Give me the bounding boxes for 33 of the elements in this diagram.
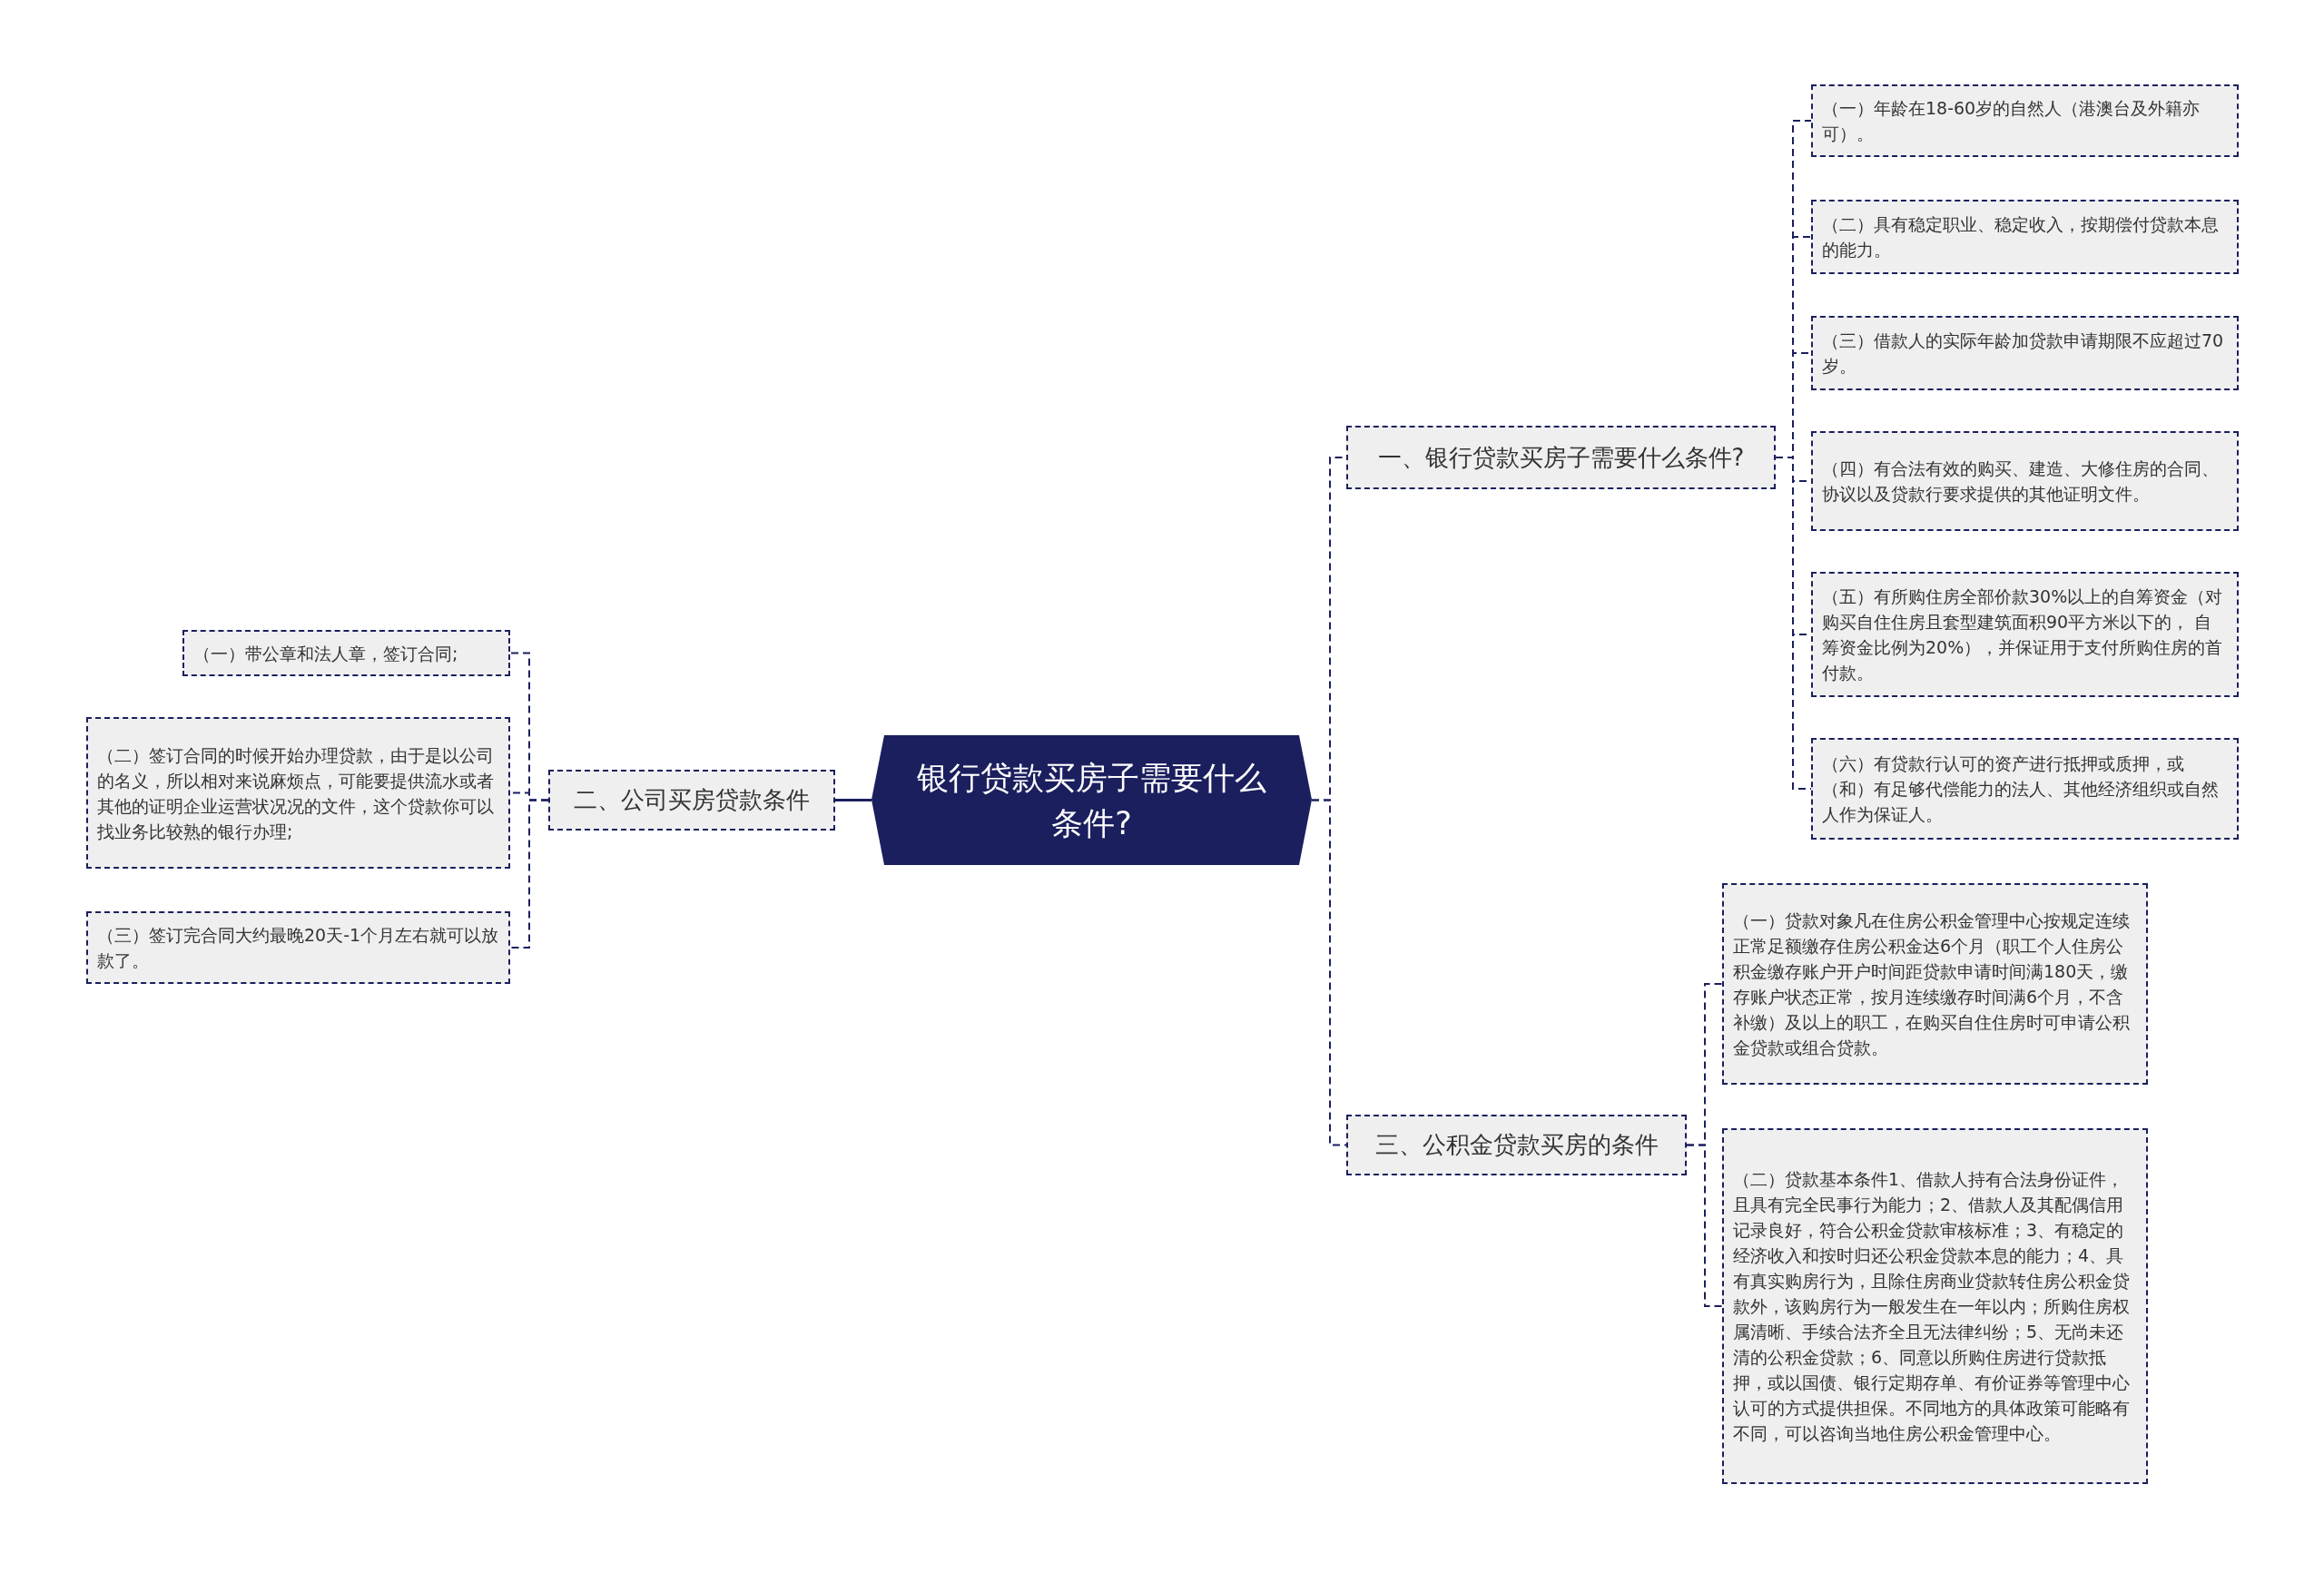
connector-line [835, 799, 872, 801]
leaf-text: （六）有贷款行认可的资产进行抵押或质押，或（和）有足够代偿能力的法人、其他经济组织或自然人作为保证人。 [1822, 752, 2220, 826]
leaf-text: （二）签订合同的时候开始办理贷款，由于是以公司的名义，所以相对来说麻烦点，可能要提供流水或者其他的证明企业运营状况况的文件，这个贷款你可以找业务比较熟的银行办理; [97, 743, 495, 843]
connector-line [509, 799, 549, 949]
leaf-box [1811, 84, 2239, 157]
leaf-box [86, 717, 510, 869]
branch-box [548, 770, 835, 831]
leaf-box [1722, 1128, 2148, 1484]
leaf-box [1811, 431, 2239, 531]
leaf-box [1811, 200, 2239, 274]
branch-text: 二、公司买房贷款条件 [574, 785, 810, 815]
leaf-box [182, 630, 510, 676]
connector-line [1311, 799, 1347, 1146]
leaf-text: （一）年龄在18-60岁的自然人（港澳台及外籍亦可）。 [1822, 97, 2201, 145]
branch-box [1346, 1115, 1687, 1175]
topic-text: 银行贷款买房子需要什么条件? [916, 758, 1267, 843]
branch-text: 三、公积金贷款买房的条件 [1374, 1130, 1659, 1160]
leaf-box [1811, 572, 2239, 697]
leaf-text: （一）贷款对象凡在住房公积金管理中心按规定连续正常足额缴存住房公积金达6个月（职工个人住房公积金缴存账户开户时间距贷款申请时间满180天，缴存账户状态正常，按月连续缴存时间满6个月，不含补缴）及以上的职工，在购买自住住房时可申请公积金贷款或组合贷款。 [1733, 909, 2131, 1059]
leaf-box [86, 911, 510, 984]
leaf-text: （三）借款人的实际年龄加贷款申请期限不应超过70岁。 [1822, 329, 2225, 378]
branch-box [1346, 426, 1776, 489]
leaf-text: （二）贷款基本条件1、借款人持有合法身份证件，且具有完全民事行为能力；2、借款人及其配偶信用记录良好，符合公积金贷款审核标准；3、有稳定的经济收入和按时归还公积金贷款本息的能力；4、具有真实购房行为，且除住房商业贷款转住房公积金贷款外，该购房行为一般发生在一年以内；所购住房权属清晰、手续合法齐全且无法律纠纷；5、无尚未还清的公积金贷款；6、同意以所购住房进行贷款抵押，或以国债、银行定期存单、有价证券等管理中心认可的方式提供担保。不同地方的具体政策可能略有不同，可以咨询当地住房公积金管理中心。 [1733, 1168, 2131, 1445]
leaf-text: （四）有合法有效的购买、建造、大修住房的合同、协议以及贷款行要求提供的其他证明文件。 [1822, 457, 2220, 506]
leaf-text: （五）有所购住房全部价款30%以上的自筹资金（对购买自住住房且套型建筑面积90平方米以下的， 自筹资金比例为20%），并保证用于支付所购住房的首付款。 [1822, 585, 2224, 684]
connector-line [1686, 1144, 1723, 1307]
leaf-box [1811, 738, 2239, 840]
leaf-box [1722, 883, 2148, 1085]
leaf-box [1811, 316, 2239, 390]
branch-text: 一、银行贷款买房子需要什么条件? [1377, 442, 1745, 473]
leaf-text: （一）带公章和法人章，签订合同; [193, 642, 458, 665]
leaf-text: （二）具有稳定职业、稳定收入，按期偿付贷款本息的能力。 [1822, 213, 2220, 261]
leaf-text: （三）签订完合同大约最晚20天-1个月左右就可以放款了。 [97, 924, 499, 972]
